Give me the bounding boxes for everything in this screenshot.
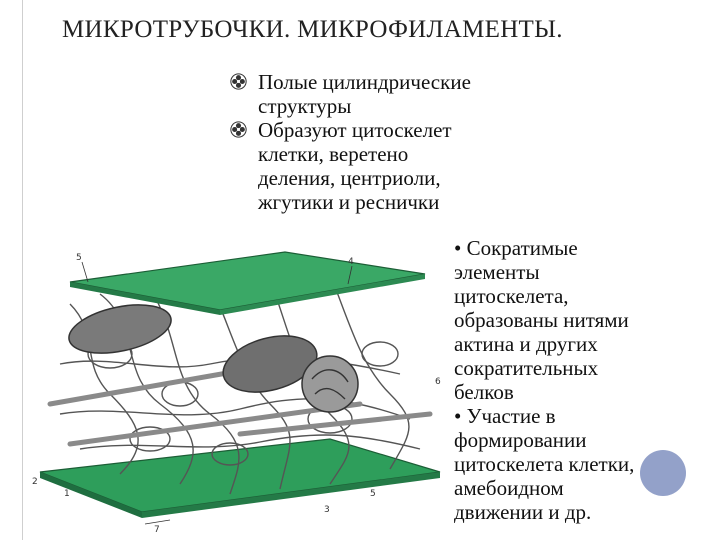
- right-line-2: элементы: [454, 260, 540, 284]
- figure-label-4: 2: [32, 477, 38, 487]
- top-membrane-edge-right: [220, 274, 425, 315]
- top-membrane-edge: [70, 282, 220, 315]
- bullet-2-line-4: жгутики и реснички: [258, 190, 440, 214]
- bottom-membrane-edge-right: [142, 472, 440, 518]
- bullet-item-2: Образуют цитоскелет клетки, веретено дел…: [224, 118, 524, 214]
- nucleus-cross-section: [301, 355, 359, 413]
- figure-label-1: 5: [76, 253, 82, 263]
- figure-label-8: 7: [154, 525, 160, 534]
- left-border-line: [22, 0, 23, 540]
- organelle-center: [222, 335, 318, 393]
- figure-label-5: 1: [64, 489, 70, 499]
- right-line-1: • Сократимые: [454, 236, 578, 260]
- bullet-1-line-2: структуры: [258, 94, 352, 118]
- right-line-5: актина и других: [454, 332, 598, 356]
- top-membrane-plate: [69, 251, 426, 311]
- right-line-7: белков: [454, 380, 514, 404]
- bullet-2-line-1: Образуют цитоскелет: [258, 118, 452, 142]
- right-line-11: амебоидном: [454, 476, 564, 500]
- right-text-block: • Сократимые элементы цитоскелета, образ…: [454, 236, 704, 524]
- right-line-8: • Участие в: [454, 404, 556, 428]
- figure-label-3: 6: [435, 377, 441, 387]
- right-line-10: цитоскелета клетки,: [454, 452, 635, 476]
- decorative-circle: [640, 450, 686, 496]
- mitochondrion-organelle: [68, 304, 172, 354]
- bullet-list: Полые цилиндрические структуры Образуют …: [224, 70, 524, 214]
- cytoskeleton-illustration: 5 4 6 2 1 3 5 7: [32, 251, 441, 534]
- microtubule-rods: [47, 366, 433, 447]
- nucleus-folds: [311, 369, 349, 400]
- right-line-12: движении и др.: [454, 500, 592, 524]
- bullet-item-1: Полые цилиндрические структуры: [224, 70, 524, 118]
- figure-label-7: 5: [370, 489, 376, 499]
- bullet-1-line-1: Полые цилиндрические: [258, 70, 471, 94]
- figure-label-2: 4: [348, 257, 354, 267]
- right-line-4: образованы нитями: [454, 308, 629, 332]
- bottom-membrane-edge: [40, 472, 142, 518]
- slide-title: МИКРОТРУБОЧКИ. МИКРОФИЛАМЕНТЫ.: [62, 16, 563, 43]
- right-line-9: формировании: [454, 428, 587, 452]
- bullet-2-line-2: клетки, веретено: [258, 142, 409, 166]
- flower-bullet-icon: [230, 121, 247, 138]
- right-line-6: сократительных: [454, 356, 599, 380]
- right-line-3: цитоскелета,: [454, 284, 569, 308]
- flower-bullet-icon: [230, 73, 247, 90]
- figure-label-6: 3: [324, 505, 330, 515]
- bullet-2-line-3: деления, центриоли,: [258, 166, 441, 190]
